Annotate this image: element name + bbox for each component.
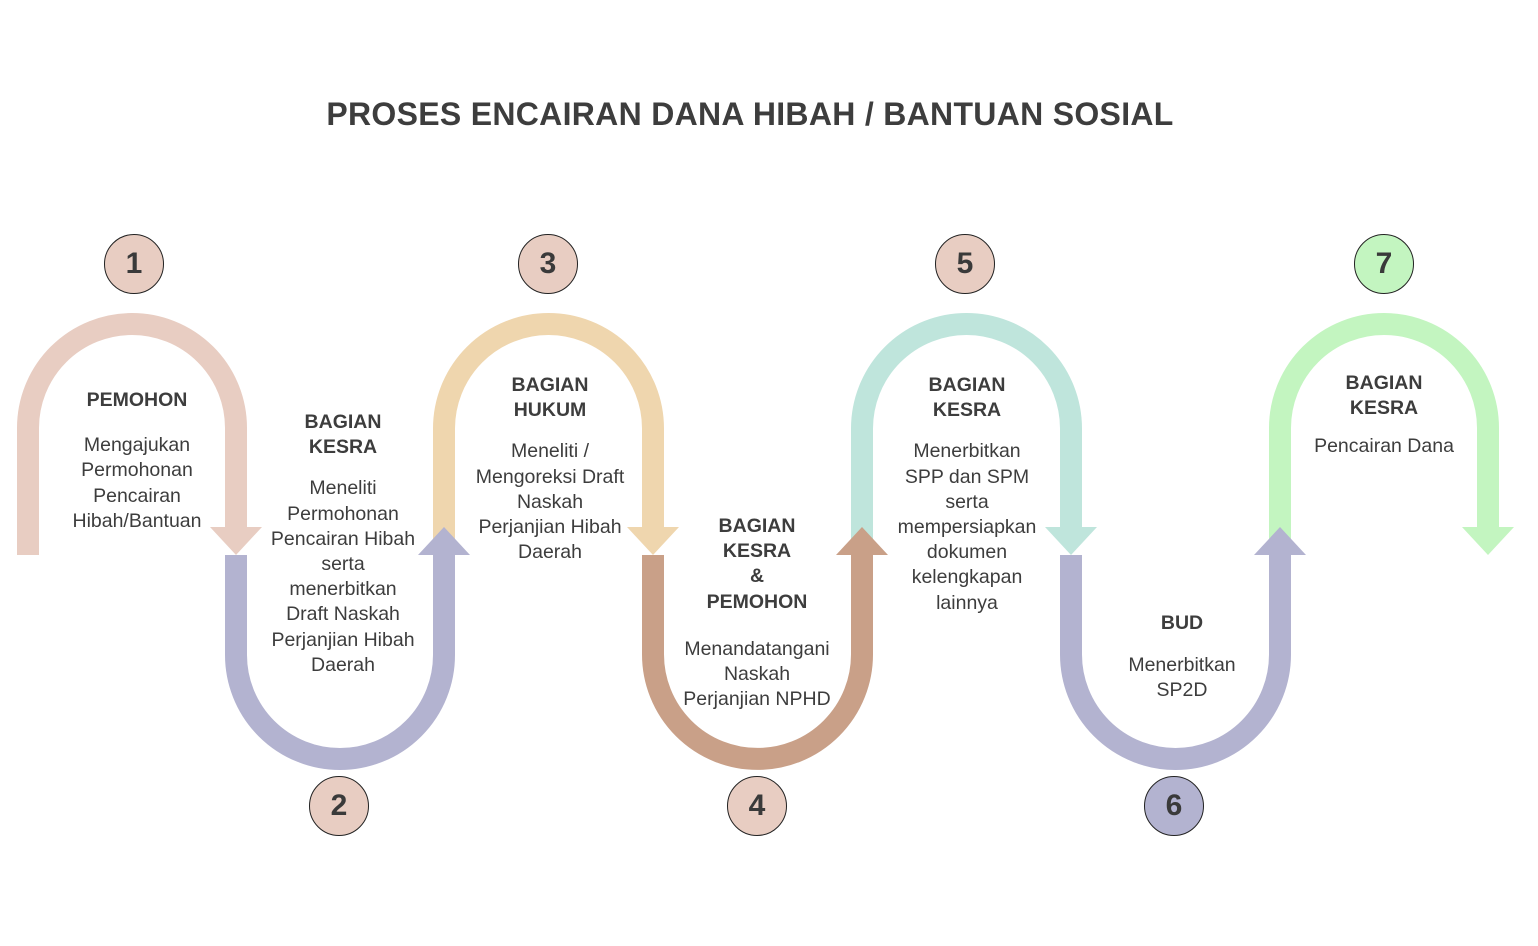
step-1-text: PEMOHON Mengajukan Permohonan Pencairan …	[37, 388, 237, 534]
diagram-title: PROSES ENCAIRAN DANA HIBAH / BANTUAN SOS…	[326, 96, 1174, 132]
step-6-text: BUD Menerbitkan SP2D	[1082, 611, 1282, 704]
step-5-actor: BAGIAN KESRA	[928, 374, 1006, 422]
step-3-text: BAGIAN HUKUM Meneliti / Mengoreksi Draft…	[450, 373, 650, 565]
step-3-arrowhead-icon	[627, 527, 679, 555]
step-5-arrowhead-icon	[1045, 527, 1097, 555]
step-6-arrowhead-icon	[1254, 527, 1306, 555]
step-2-text: BAGIAN KESRA Meneliti Permohonan Pencair…	[243, 410, 443, 678]
step-7-text: BAGIAN KESRA Pencairan Dana	[1284, 371, 1484, 460]
step-5-badge: 5	[935, 234, 995, 294]
step-6-arc	[1060, 551, 1291, 770]
step-2-description: Meneliti Permohonan Pencairan Hibah sert…	[270, 477, 416, 676]
step-2-arrowhead-icon	[418, 527, 470, 555]
step-7-description: Pencairan Dana	[1314, 435, 1454, 458]
step-2-badge: 2	[309, 776, 369, 836]
step-6-description: Menerbitkan SP2D	[1128, 654, 1236, 702]
step-7-arc	[1269, 313, 1499, 555]
step-2-arc	[225, 551, 455, 770]
step-1-arrowhead-icon	[210, 527, 262, 555]
step-6-actor: BUD	[1160, 612, 1204, 634]
step-7-actor: BAGIAN KESRA	[1345, 372, 1423, 420]
step-1-arc	[17, 313, 247, 555]
step-6-badge: 6	[1144, 776, 1204, 836]
step-3-actor: BAGIAN HUKUM	[511, 374, 589, 422]
step-7-badge: 7	[1354, 234, 1414, 294]
step-7-arrowhead-icon	[1462, 527, 1514, 555]
step-4-actor: BAGIAN KESRA & PEMOHON	[706, 515, 808, 613]
step-5-arc	[851, 313, 1082, 555]
step-2-actor: BAGIAN KESRA	[304, 411, 382, 459]
step-4-arrowhead-icon	[836, 527, 888, 555]
step-5-text: BAGIAN KESRA Menerbitkan SPP dan SPM ser…	[867, 373, 1067, 616]
step-4-badge: 4	[727, 776, 787, 836]
step-1-badge: 1	[104, 234, 164, 294]
step-4-arc	[642, 551, 873, 770]
step-4-description: Menandatangani Naskah Perjanjian NPHD	[683, 637, 831, 711]
step-4-text: BAGIAN KESRA & PEMOHON Menandatangani Na…	[657, 514, 857, 712]
step-1-description: Mengajukan Permohonan Pencairan Hibah/Ba…	[72, 434, 202, 532]
step-3-arc	[433, 313, 664, 555]
step-1-actor: PEMOHON	[86, 389, 188, 411]
step-5-description: Menerbitkan SPP dan SPM serta mempersiap…	[897, 440, 1037, 614]
step-3-badge: 3	[518, 234, 578, 294]
step-3-description: Meneliti / Mengoreksi Draft Naskah Perja…	[475, 440, 625, 564]
